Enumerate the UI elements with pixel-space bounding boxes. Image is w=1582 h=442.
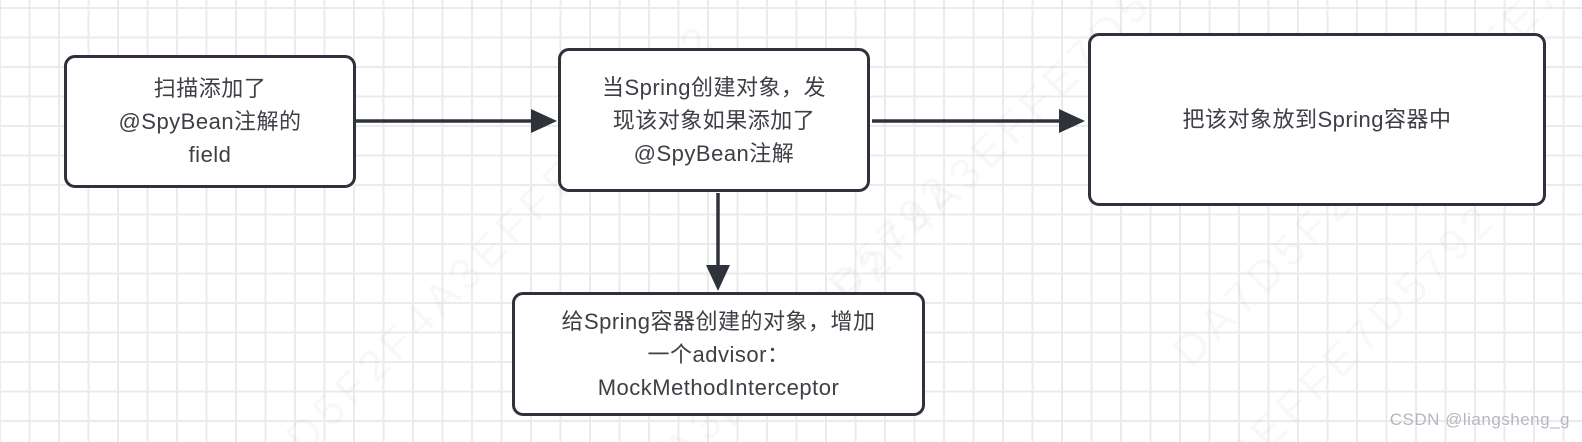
node-put-into-spring-container: 把该对象放到Spring容器中: [1088, 33, 1546, 206]
node-add-advisor-mockmethodinterceptor: 给Spring容器创建的对象，增加 一个advisor： MockMethodI…: [512, 292, 925, 416]
node-spring-create-object: 当Spring创建对象，发 现该对象如果添加了 @SpyBean注解: [558, 48, 870, 192]
arrow-scan-to-create: [356, 109, 557, 133]
csdn-credit-watermark: CSDN @liangsheng_g: [1389, 410, 1570, 429]
node-scan-spybean-field: 扫描添加了 @SpyBean注解的 field: [64, 55, 356, 188]
arrow-create-to-container: [872, 109, 1085, 133]
node-add-advisor-mockmethodinterceptor-label: 给Spring容器创建的对象，增加 一个advisor： MockMethodI…: [561, 308, 876, 400]
node-scan-spybean-field-label: 扫描添加了 @SpyBean注解的 field: [118, 76, 302, 167]
arrow-create-to-advisor: [706, 193, 730, 291]
node-put-into-spring-container-label: 把该对象放到Spring容器中: [1182, 107, 1452, 132]
node-spring-create-object-label: 当Spring创建对象，发 现该对象如果添加了 @SpyBean注解: [601, 74, 827, 166]
